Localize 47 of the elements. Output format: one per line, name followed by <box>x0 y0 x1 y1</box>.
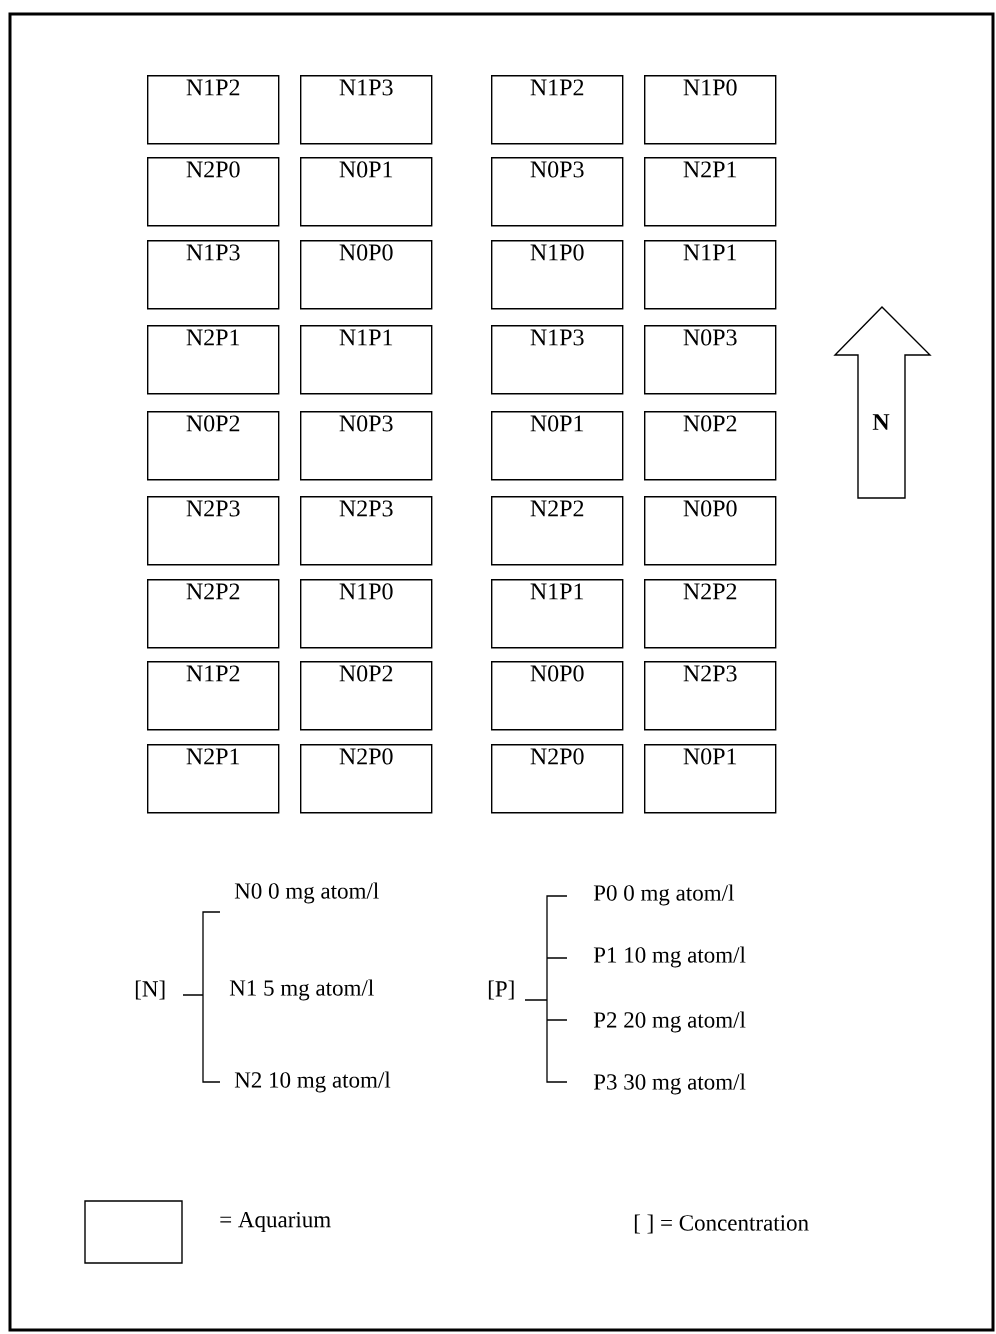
label-text: N2 10 mg atom/l <box>234 1071 391 1093</box>
aquarium-box: N2P1 <box>147 744 280 814</box>
label-text: N0 0 mg atom/l <box>234 882 379 904</box>
label-text: [N] <box>135 980 165 1000</box>
aquarium-box: N1P1 <box>491 579 624 649</box>
aquarium-box: N1P2 <box>147 75 280 145</box>
aquarium-box: N1P3 <box>147 240 280 310</box>
aquarium-box: N1P0 <box>491 240 624 310</box>
aquarium-box: N2P3 <box>644 661 777 731</box>
aquarium-box: N2P0 <box>147 157 280 227</box>
aquarium-box: N2P2 <box>147 579 280 649</box>
aquarium-box: N2P0 <box>300 744 433 814</box>
aquarium-box: N2P0 <box>491 744 624 814</box>
label-text: P2 20 mg atom/l <box>593 1011 746 1033</box>
aquarium-box: N2P3 <box>300 496 433 566</box>
aquarium-box: N0P3 <box>644 325 777 395</box>
aquarium-box: N1P1 <box>300 325 433 395</box>
aquarium-box: N1P2 <box>491 75 624 145</box>
aquarium-box: N1P0 <box>644 75 777 145</box>
aquarium-box: N1P3 <box>491 325 624 395</box>
label-text: P1 10 mg atom/l <box>593 946 746 968</box>
label-text: [ ] = Concentration <box>634 1214 809 1234</box>
aquarium-box: N1P1 <box>644 240 777 310</box>
aquarium-box: N0P0 <box>491 661 624 731</box>
aquarium-box: N0P2 <box>147 411 280 481</box>
legend-text: = Aquarium <box>220 1211 331 1233</box>
aquarium-box: N0P3 <box>300 411 433 481</box>
aquarium-box: N0P1 <box>644 744 777 814</box>
aquarium-box: N0P1 <box>300 157 433 227</box>
aquarium-box: N1P2 <box>147 661 280 731</box>
aquarium-box: N2P2 <box>491 496 624 566</box>
aquarium-box: N2P1 <box>147 325 280 395</box>
aquarium-box: N0P3 <box>491 157 624 227</box>
aquarium-box: N2P1 <box>644 157 777 227</box>
aquarium-box: N1P3 <box>300 75 433 145</box>
aquarium-box: N0P1 <box>491 411 624 481</box>
aquarium-box: N0P0 <box>644 496 777 566</box>
aquarium-box: N2P2 <box>644 579 777 649</box>
aquarium-box: N2P3 <box>147 496 280 566</box>
label-text: P0 0 mg atom/l <box>593 884 734 906</box>
label-text: P3 30 mg atom/l <box>593 1073 746 1095</box>
label-text: [P] <box>488 980 514 1000</box>
aquarium-box: N0P0 <box>300 240 433 310</box>
aquarium-box: N1P0 <box>300 579 433 649</box>
aquarium-box: N0P2 <box>644 411 777 481</box>
label-text: N1 5 mg atom/l <box>229 979 374 1001</box>
aquarium-box: N0P2 <box>300 661 433 731</box>
